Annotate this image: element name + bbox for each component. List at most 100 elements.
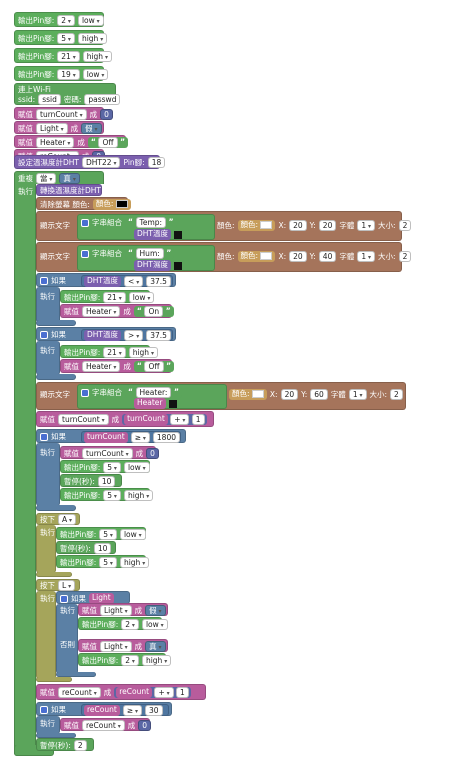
x-input[interactable]: 20: [289, 220, 307, 231]
font-dropdown[interactable]: 1: [357, 220, 376, 231]
x-input[interactable]: 20: [289, 251, 307, 262]
pin-dropdown[interactable]: 5: [99, 557, 117, 568]
join-string-block[interactable]: 字串組合“ Heater: ” Heater: [77, 384, 227, 409]
while-loop-header[interactable]: 重複當真: [14, 171, 104, 184]
pause-block[interactable]: 暫停(秒):10: [60, 474, 122, 487]
level-dropdown[interactable]: low: [82, 69, 109, 80]
output-pin-block[interactable]: 輸出Pin腳:5low: [60, 460, 150, 473]
string-block[interactable]: “ Temp: ”: [125, 217, 177, 228]
y-input[interactable]: 60: [310, 389, 328, 400]
color-swatch[interactable]: [260, 221, 273, 229]
var-dropdown[interactable]: reCount: [82, 720, 125, 731]
var-dropdown[interactable]: Light: [100, 641, 132, 652]
level-dropdown[interactable]: low: [77, 15, 104, 26]
output-pin-block[interactable]: 輸出Pin腳:5high: [56, 555, 150, 568]
gear-icon[interactable]: [40, 276, 48, 285]
operator-dropdown[interactable]: >: [124, 330, 144, 341]
level-dropdown[interactable]: high: [123, 490, 154, 501]
ssid-input[interactable]: ssid: [38, 94, 61, 105]
assign-heater-on-block[interactable]: 賦值Heater成“ On ”: [60, 304, 174, 318]
var-dropdown[interactable]: Heater: [82, 306, 121, 317]
level-dropdown[interactable]: high: [128, 347, 158, 358]
assign-recount-inc-block[interactable]: 賦值reCount成reCount + 1: [36, 684, 206, 700]
string-block[interactable]: “ Heater: ”: [125, 387, 182, 398]
string-value[interactable]: Temp:: [135, 217, 167, 228]
output-pin-block[interactable]: 輸出Pin腳:2high: [78, 653, 172, 666]
compare-block[interactable]: turnCount≥1800: [81, 431, 181, 443]
dht-convert-block[interactable]: 轉換溫濕度計DHT: [36, 184, 102, 196]
var-dropdown[interactable]: Light: [100, 605, 132, 616]
string-value[interactable]: Heater:: [135, 387, 172, 398]
gear-icon[interactable]: [81, 249, 89, 258]
compare-value[interactable]: 1800: [152, 432, 180, 443]
var-dropdown[interactable]: turnCount: [36, 109, 87, 120]
size-input[interactable]: 2: [398, 251, 412, 262]
level-dropdown[interactable]: high: [119, 557, 150, 568]
gear-icon[interactable]: [40, 705, 48, 714]
if-block-2-header[interactable]: 如果 DHT溫度>37.5: [36, 327, 176, 341]
pin-dropdown[interactable]: 21: [103, 347, 126, 358]
join-string-block[interactable]: 字串組合“ Temp: ” DHT溫度: [77, 214, 215, 240]
string-value[interactable]: Off: [98, 137, 118, 148]
level-dropdown[interactable]: low: [141, 619, 168, 630]
output-pin-block[interactable]: 輸出Pin腳:21low: [60, 290, 155, 303]
operator-dropdown[interactable]: +: [154, 687, 174, 698]
while-mode-dropdown[interactable]: 當: [36, 173, 57, 184]
operator-dropdown[interactable]: +: [170, 414, 190, 425]
compare-block[interactable]: DHT溫度>37.5: [81, 329, 173, 341]
assign-turncount-inc-block[interactable]: 賦值turnCount成turnCount + 1: [36, 411, 214, 427]
dht-type-dropdown[interactable]: DHT22: [82, 157, 121, 168]
pin-dropdown[interactable]: 21: [57, 51, 80, 62]
var-dropdown[interactable]: turnCount: [82, 448, 133, 459]
assign-recount-reset-block[interactable]: 賦值reCount成0: [60, 718, 152, 731]
var-dropdown[interactable]: turnCount: [58, 414, 109, 425]
assign-heater-off-block[interactable]: 賦值Heater成“ Off ”: [60, 359, 175, 373]
key-dropdown[interactable]: A: [58, 514, 77, 525]
color-block[interactable]: 顏色:: [237, 251, 276, 262]
gear-icon[interactable]: [81, 218, 89, 227]
output-pin-block-4[interactable]: 輸出Pin腳:19low: [14, 66, 109, 81]
pin-dropdown[interactable]: 2: [57, 15, 75, 26]
operator-dropdown[interactable]: <: [124, 276, 144, 287]
output-pin-block-1[interactable]: 輸出Pin腳:2low: [14, 12, 104, 27]
var-dropdown[interactable]: Heater: [82, 361, 121, 372]
number-value[interactable]: 0: [100, 109, 113, 120]
var-dropdown[interactable]: reCount: [58, 687, 101, 698]
output-pin-block-2[interactable]: 輸出Pin腳:5high: [14, 30, 108, 45]
assign-light-true-block[interactable]: 賦值Light成真: [78, 639, 168, 652]
compare-value[interactable]: 37.5: [146, 330, 171, 341]
condition-dropdown[interactable]: 真: [59, 173, 80, 184]
assign-turncount-block[interactable]: 賦值turnCount成0: [14, 107, 113, 120]
pause-input[interactable]: 10: [97, 476, 116, 487]
number-value[interactable]: 1: [191, 414, 205, 425]
level-dropdown[interactable]: high: [141, 655, 172, 666]
var-dropdown[interactable]: Light: [36, 123, 68, 134]
if-block-1-header[interactable]: 如果 DHT溫度<37.5: [36, 273, 176, 287]
compare-value[interactable]: 30: [145, 705, 163, 716]
final-pause-block[interactable]: 暫停(秒):2: [36, 738, 94, 751]
pin-dropdown[interactable]: 21: [103, 292, 126, 303]
dht-hum-block[interactable]: DHT濕度: [134, 260, 171, 271]
level-dropdown[interactable]: low: [119, 529, 146, 540]
size-input[interactable]: 2: [390, 389, 403, 400]
var-dropdown[interactable]: Heater: [36, 137, 75, 148]
output-pin-block[interactable]: 輸出Pin腳:5low: [56, 527, 146, 540]
gear-icon[interactable]: [40, 432, 48, 441]
gear-icon[interactable]: [60, 594, 68, 603]
y-input[interactable]: 40: [318, 251, 337, 262]
var-block[interactable]: turnCount: [84, 432, 128, 443]
operator-dropdown[interactable]: ≥: [130, 432, 150, 443]
compare-block[interactable]: reCount≥30: [81, 704, 169, 716]
level-dropdown[interactable]: low: [123, 462, 150, 473]
number-value[interactable]: 0: [146, 448, 159, 459]
gear-icon[interactable]: [81, 388, 89, 397]
x-input[interactable]: 20: [280, 389, 299, 400]
join-string-block[interactable]: 字串組合“ Hum: ” DHT濕度: [77, 245, 215, 271]
number-value[interactable]: 1: [176, 687, 189, 698]
pin-dropdown[interactable]: 5: [103, 490, 121, 501]
